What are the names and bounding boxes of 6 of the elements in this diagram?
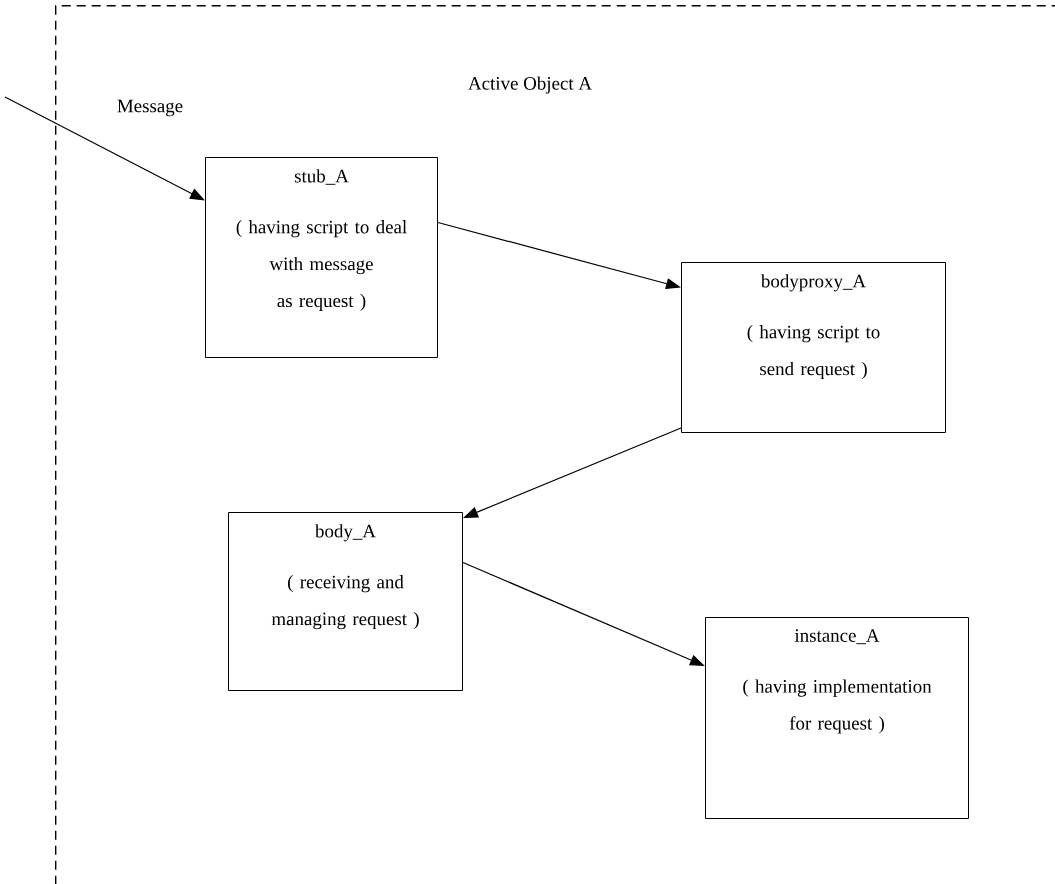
process-box: stub_A ( having script to deal with message as request ) — [205, 157, 438, 358]
process-box: body_A ( receiving and managing request ) — [228, 512, 463, 691]
process-box: bodyproxy_A ( having script to send request ) — [681, 262, 946, 433]
process-box: instance_A ( having implementation for request ) — [705, 617, 969, 819]
edge-label: Message — [115, 98, 185, 118]
arrow — [4, 96, 205, 201]
